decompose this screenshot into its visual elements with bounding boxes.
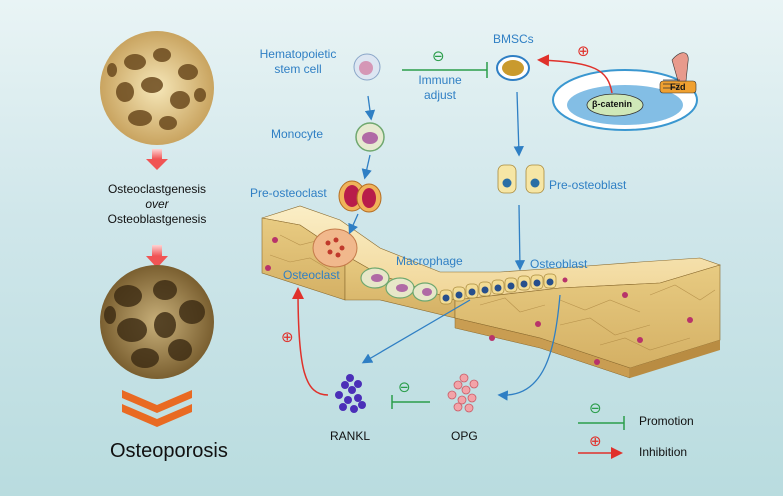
opg-molecules xyxy=(447,373,479,413)
rankl-promotes-osteoclast-arrow xyxy=(292,287,329,396)
osteoclast-cell xyxy=(312,228,358,268)
immune-inhibition-line xyxy=(402,62,488,78)
opg-minus-symbol: ⊖ xyxy=(398,379,411,396)
monocyte-cell xyxy=(355,122,385,152)
legend-green-line xyxy=(578,416,625,430)
chevron-down-icon xyxy=(122,390,192,427)
legend-minus-symbol: ⊖ xyxy=(589,400,602,417)
beta-catenin-label: β-catenin xyxy=(592,99,632,109)
legend-promotion-label: Promotion xyxy=(639,414,694,428)
pre-osteoclast-cell xyxy=(338,180,382,213)
bmsc-cell xyxy=(496,55,530,81)
osteoporotic-bone-image xyxy=(100,265,214,379)
hematopoietic-label-line1: Hematopoietic xyxy=(259,47,337,61)
osteoporosis-title: Osteoporosis xyxy=(110,440,228,462)
fzd-label: Fzd xyxy=(670,82,686,92)
down-arrow-2 xyxy=(146,245,168,268)
hematopoietic-stem-cell xyxy=(353,53,381,81)
osteoblast-lining xyxy=(439,273,557,305)
immune-label-line2: adjust xyxy=(423,88,457,102)
opg-label: OPG xyxy=(451,429,478,443)
healthy-bone-image xyxy=(100,31,214,145)
legend-inhibition-label: Inhibition xyxy=(639,445,688,459)
lineage-arrows xyxy=(348,91,561,401)
monocyte-label: Monocyte xyxy=(271,127,324,141)
rankl-label: RANKL xyxy=(330,429,371,443)
osteoblastgenesis-text: Osteoblastgenesis xyxy=(107,212,207,226)
down-arrow-1 xyxy=(146,149,168,170)
pre-osteoblast-cells xyxy=(497,164,545,194)
legend-plus-symbol: ⊕ xyxy=(589,433,602,450)
macrophage-cells xyxy=(360,267,438,302)
osteoblast-label: Osteoblast xyxy=(530,257,588,271)
osteoclast-label: Osteoclast xyxy=(283,268,340,282)
rankl-plus-symbol: ⊕ xyxy=(281,329,294,346)
wnt-signaling-membrane xyxy=(552,52,698,131)
immune-label-line1: Immune xyxy=(418,73,462,87)
opg-inhibits-rankl-line xyxy=(391,395,430,409)
wnt-plus-symbol: ⊕ xyxy=(577,43,590,60)
macrophage-label: Macrophage xyxy=(396,254,463,268)
beta-catenin-promotion-arrow xyxy=(537,54,613,94)
over-text: over xyxy=(145,197,169,211)
pre-osteoclast-label: Pre-osteoclast xyxy=(250,186,327,200)
bmscs-label: BMSCs xyxy=(493,32,534,46)
immune-minus-symbol: ⊖ xyxy=(432,48,445,65)
osteoclastgenesis-text: Osteoclastgenesis xyxy=(107,182,207,196)
pre-osteoblast-label: Pre-osteoblast xyxy=(549,178,627,192)
rankl-molecules xyxy=(335,374,366,413)
hematopoietic-label-line2: stem cell xyxy=(274,62,322,76)
